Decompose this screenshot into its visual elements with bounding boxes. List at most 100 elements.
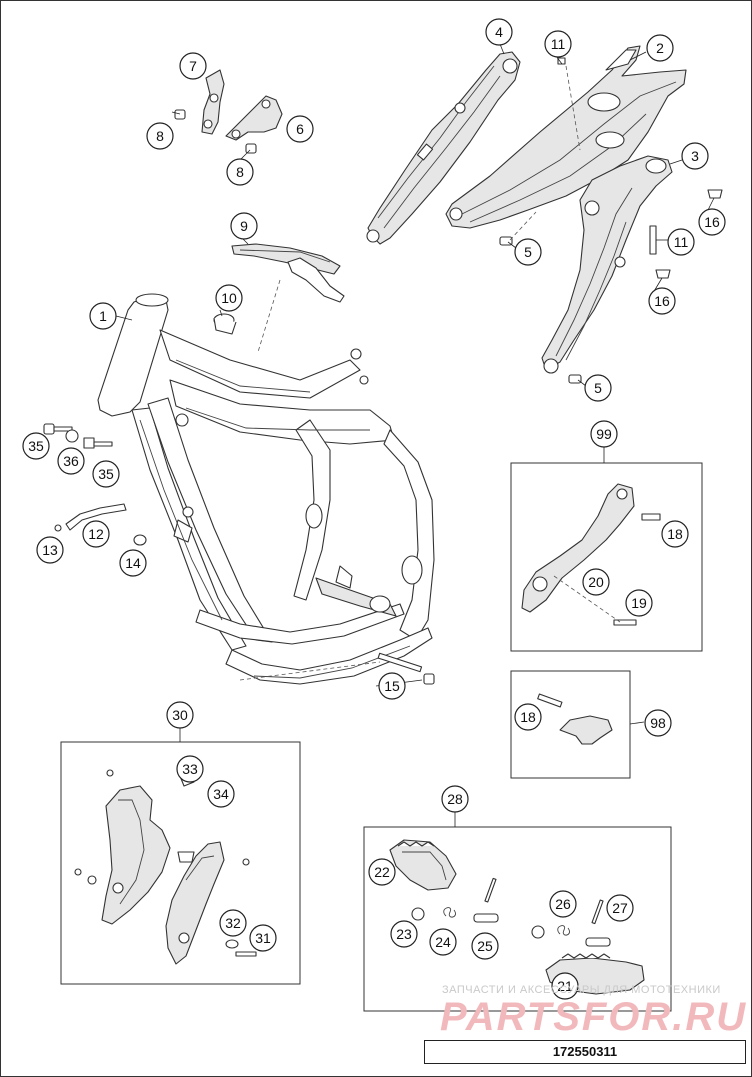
svg-text:24: 24 [435,934,451,950]
callout-35b: 35 [92,460,120,488]
callout-14: 14 [119,549,147,577]
svg-text:34: 34 [213,786,229,802]
main-frame [97,293,435,685]
svg-text:1: 1 [99,308,107,324]
sidestand-bracket [521,483,661,626]
svg-text:11: 11 [551,36,566,52]
bracket-part-6 [225,95,283,141]
box-part-98 [510,670,631,779]
footpeg-left [389,839,457,891]
callout-5a: 5 [514,238,542,266]
svg-text:2: 2 [656,40,664,56]
subframe-main [445,45,687,229]
callout-8a: 8 [146,122,174,150]
callout-2: 2 [646,34,674,62]
svg-text:32: 32 [225,915,241,931]
footpeg-hardware [411,877,611,947]
svg-text:7: 7 [189,58,197,74]
callout-19: 19 [625,589,653,617]
drawing-number: 172550311 [424,1040,746,1064]
svg-text:13: 13 [42,542,58,558]
callout-15: 15 [378,672,406,700]
bracket-part-9 [231,243,345,303]
callout-21: 21 [551,972,579,1000]
callout-22: 22 [368,858,396,886]
box-part-99 [510,462,703,652]
svg-text:8: 8 [236,164,244,180]
callout-36: 36 [57,447,85,475]
callout-27: 27 [606,894,634,922]
svg-text:15: 15 [384,678,400,694]
svg-text:25: 25 [477,938,493,954]
svg-text:21: 21 [557,978,573,994]
fasteners [43,57,723,685]
svg-text:5: 5 [524,244,532,260]
frame-guard-right [165,841,225,965]
svg-text:33: 33 [182,761,198,777]
svg-text:99: 99 [596,426,612,442]
svg-text:6: 6 [296,121,304,137]
svg-text:12: 12 [88,526,104,542]
callout-35a: 35 [22,432,50,460]
callout-10: 10 [215,284,243,312]
svg-text:35: 35 [98,466,114,482]
svg-text:36: 36 [63,453,79,469]
callout-12: 12 [82,520,110,548]
callout-26: 26 [549,890,577,918]
callout-30: 30 [166,701,194,729]
svg-text:11: 11 [674,234,689,250]
callout-24: 24 [429,928,457,956]
svg-text:16: 16 [654,293,670,309]
callout-23: 23 [390,920,418,948]
callout-16a: 16 [698,208,726,236]
box-part-30 [60,741,301,985]
svg-text:19: 19 [631,595,647,611]
callout-1: 1 [89,302,117,330]
callout-99: 99 [590,420,618,448]
callout-9: 9 [230,212,258,240]
callout-7: 7 [179,52,207,80]
callout-13: 13 [36,536,64,564]
frame-guard-left [101,785,171,925]
callout-11a: 11 [544,30,572,58]
callout-33: 33 [176,755,204,783]
callout-4: 4 [485,18,513,46]
svg-text:3: 3 [691,148,699,164]
svg-text:16: 16 [704,214,720,230]
watermark-logo: PARTSFOR.RU [440,995,747,1039]
svg-text:98: 98 [650,715,666,731]
callout-18a: 18 [661,520,689,548]
callout-16b: 16 [648,287,676,315]
guide-part-98 [537,693,613,745]
svg-text:27: 27 [612,900,628,916]
callout-32: 32 [219,909,247,937]
callout-18b: 18 [514,703,542,731]
svg-text:28: 28 [447,791,463,807]
callout-3: 3 [681,142,709,170]
callout-5b: 5 [584,374,612,402]
callout-25: 25 [471,932,499,960]
svg-text:4: 4 [495,24,503,40]
callout-34: 34 [207,780,235,808]
svg-text:35: 35 [28,438,44,454]
callout-11b: 11 [667,228,695,256]
svg-text:14: 14 [125,555,141,571]
svg-text:20: 20 [588,574,604,590]
clamp-part-10 [213,313,237,335]
svg-text:10: 10 [221,290,237,306]
leader-lines [115,43,715,827]
svg-text:22: 22 [374,864,390,880]
svg-text:8: 8 [156,128,164,144]
svg-text:31: 31 [255,930,271,946]
subframe-left-rail [366,51,521,245]
svg-text:9: 9 [240,218,248,234]
callout-6: 6 [286,115,314,143]
bracket-part-7 [201,69,225,135]
watermark-tagline: ЗАПЧАСТИ И АКСЕССУАРЫ ДЛЯ МОТОТЕХНИКИ [442,984,721,996]
callout-98: 98 [644,709,672,737]
svg-text:23: 23 [396,926,412,942]
svg-text:5: 5 [594,380,602,396]
callout-28: 28 [441,785,469,813]
callout-8b: 8 [226,158,254,186]
